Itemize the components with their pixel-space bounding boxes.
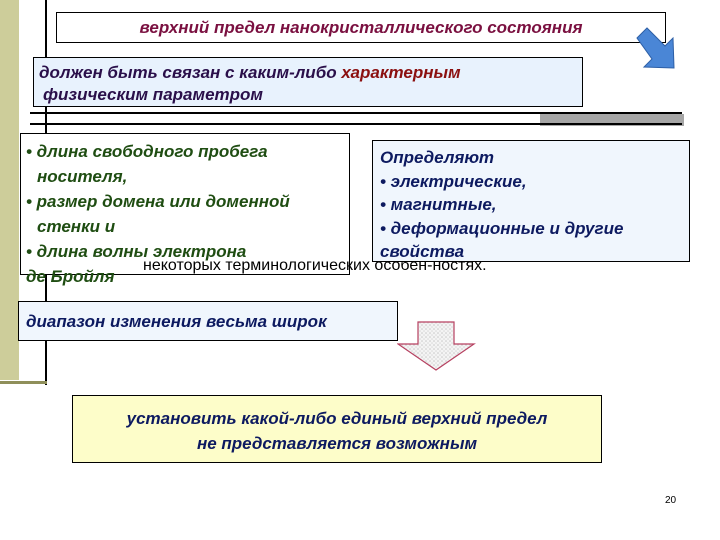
range-text: диапазон изменения весьма широк (26, 312, 327, 331)
other-word: другие (564, 218, 624, 238)
property-item-row: • деформационные и другие (380, 217, 683, 241)
property-item: • магнитные, (380, 195, 497, 214)
parameter-list-box: • длина свободного пробега носителя, • р… (20, 133, 350, 286)
divider (30, 112, 682, 114)
divider-under (30, 123, 682, 125)
list-item: носителя, (37, 167, 128, 186)
side-band (0, 0, 19, 380)
link-box: должен быть связан с каким-либо характер… (33, 57, 583, 107)
conclusion-box: установить какой-либо единый верхний пре… (72, 395, 602, 463)
arrow-down-icon (397, 321, 476, 371)
slide-title: верхний предел нанокристаллического сост… (139, 18, 583, 37)
list-item: • размер домена или доменной (26, 192, 290, 211)
properties-word: свойства (380, 242, 465, 261)
conclusion-line: не представляется возможным (196, 434, 478, 453)
list-item: стенки и (37, 217, 116, 236)
link-accent-word: характерным (341, 63, 461, 82)
side-band-base (0, 381, 47, 384)
conclusion-text: установить какой-либо единый верхний пре… (73, 406, 601, 456)
conclusion-line: установить какой-либо единый верхний пре… (126, 409, 548, 428)
list-item: • длина волны электрона (26, 242, 247, 261)
title-box: верхний предел нанокристаллического сост… (56, 12, 666, 43)
list-item: • длина свободного пробега (26, 142, 268, 161)
list-item: де Бройля (26, 267, 115, 286)
link-line-2: физическим параметром (43, 85, 263, 104)
link-text: должен быть связан с каким-либо (39, 63, 342, 82)
page-number: 20 (665, 495, 677, 506)
conjunction: и (549, 218, 560, 238)
determine-text: Определяют • электрические, • магнитные,… (380, 146, 683, 264)
determine-box: Определяют • электрические, • магнитные,… (372, 140, 690, 262)
property-item: • деформационные (380, 218, 545, 238)
link-line-1: должен быть связан с каким-либо характер… (39, 63, 461, 83)
determine-heading: Определяют (380, 148, 495, 167)
parameter-list: • длина свободного пробега носителя, • р… (26, 139, 290, 289)
range-box: диапазон изменения весьма широк (18, 301, 398, 341)
property-item: • электрические, (380, 171, 527, 191)
arrow-down-right-icon (636, 27, 675, 69)
